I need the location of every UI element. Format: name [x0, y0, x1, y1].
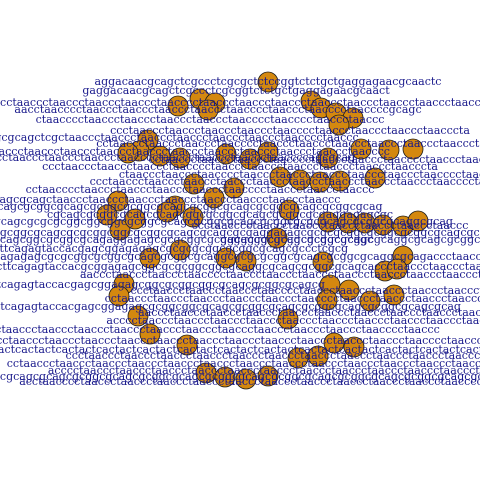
- sequence-label: tgctcgccttcagagtaccacgagcggagagagcgcgcgc…: [0, 242, 348, 255]
- scatter-point: [176, 334, 198, 356]
- scatter-point: [169, 147, 191, 169]
- sequence-label: acccctaaccctaaccctaaccctaaccctaaccctaacc…: [0, 334, 480, 347]
- scatter-point: [269, 166, 291, 188]
- sequence-label: ccctaaccctaaccctaaccctaaccctaaccctaaccct…: [66, 349, 480, 362]
- scatter-point: [239, 148, 261, 170]
- sequence-label: acccctaaccctaaccctaaccctaaccctaaccctaacc…: [48, 364, 480, 377]
- sequence-label: ccctaaccctaaccctaaccctaacccctaaccctaaccc…: [42, 160, 438, 173]
- scatter-point: [183, 173, 205, 195]
- scatter-point: [338, 279, 360, 301]
- scatter-point: [169, 239, 191, 261]
- scatter-point: [359, 290, 381, 312]
- scatter-point: [235, 368, 257, 390]
- scatter-point: [287, 347, 309, 369]
- scatter-point: [124, 208, 146, 230]
- scatter-point: [343, 336, 365, 358]
- sequence-label: gctcgccttcagagtaccacgcggagagcggcgcgcggcg…: [0, 260, 480, 273]
- scatter-point: [266, 227, 288, 249]
- scatter-point: [117, 142, 139, 164]
- sequence-label: cgcagcgcggcgcagcgcagcggcgcggcgcagcgcggcg…: [47, 208, 393, 221]
- sequence-label: ctcggcttcagagtaccacgagcggagagcggcgcggcgg…: [0, 278, 325, 291]
- scatter-point: [278, 199, 300, 221]
- scatter-point: [386, 258, 408, 280]
- sequence-label: cctaaccctaaccctaaccctaacccctaaccctaaccct…: [96, 137, 480, 150]
- sequence-label: cctaaccctaaccctaaccctaaccctaaccctaacccta…: [7, 357, 480, 370]
- scatter-point: [107, 190, 129, 212]
- sequence-label: gcgcggcgcagcgcgcggcggcgcggcgcagcgcagcgcg…: [0, 226, 480, 239]
- scatter-point: [323, 332, 345, 354]
- sequence-label: gagagcgcgcggcgcggcgcggcgcaggcgcagcgcggcg…: [220, 233, 480, 246]
- scatter-point: [312, 251, 334, 273]
- scatter-point: [223, 177, 245, 199]
- points-layer: [96, 71, 429, 390]
- sequence-label: aaccctaaccctaaccctaacccctaaccctaaccctaac…: [80, 268, 480, 281]
- sequence-label: ctaacccctaaccctaaccctaaccctaaccctaacccct…: [36, 113, 385, 126]
- sequence-label: agagagcgcgcggcgcggcgcagcgcggcgcaggcgcgcg…: [0, 250, 480, 263]
- scatter-point: [378, 139, 400, 161]
- sequence-label: gcgcggcgcagcgcagctaaccctaaccctaaccctaacc…: [0, 193, 340, 206]
- scatter-point: [96, 204, 118, 226]
- scatter-point: [203, 187, 225, 209]
- scatter-point: [139, 323, 161, 345]
- scatter-point: [257, 141, 279, 163]
- scatter-point: [407, 210, 429, 232]
- sequence-label: cgcccgccgcgctaaccctaaccctaaccctaaccctaac…: [0, 145, 390, 158]
- sequence-label: ccctaaccctaaccctaaccctaaccctaacccctaaccc…: [110, 124, 470, 137]
- sequence-label: cctaacccctaaccctaaccctaaccctaaccctaacccc…: [26, 183, 375, 196]
- sequence-label: aggacaacgcagctcgccctcgcgctctccggtctctgct…: [95, 75, 442, 88]
- sequence-label: ctaaccctaaccctaacccctaaccctaaccctaacccta…: [119, 168, 480, 181]
- sequence-label: ctcagcgcagcgcagcgcggcgcagcgcggcgcagcgcgg…: [0, 370, 480, 383]
- scatter-point: [329, 170, 351, 192]
- scatter-point: [317, 147, 339, 169]
- sequence-label: ctcagcggcttcagagtaccacgagcggagagcgcggcgg…: [0, 300, 461, 313]
- scatter-point: [235, 250, 257, 272]
- scatter-point: [182, 206, 204, 228]
- scatter-point: [257, 365, 279, 387]
- scatter-point: [197, 99, 219, 121]
- scatter-point: [139, 247, 161, 269]
- sequence-label: taaccctaaccctaaccctaaccctaaccctaacccctaa…: [0, 96, 480, 109]
- sequence-label: acgcagcgcagcgaacccctaaccctaaccctaaccctaa…: [0, 151, 355, 164]
- sequence-label: gcgcggcgcagcgcgcgcggcggcggcgcggcgcagcgcg…: [0, 215, 453, 228]
- scatter-point: [316, 289, 338, 311]
- sequence-label: ccctaaccctaaccctaaccctaaccctaaccctaaccct…: [90, 175, 480, 188]
- scatter-point: [156, 201, 178, 223]
- scatter-point: [383, 284, 405, 306]
- sequence-label: cctaaccctaaccctaaccctaaccctaaccctaacccct…: [105, 292, 480, 305]
- scatter-point: [215, 247, 237, 269]
- sequence-label: cgcgcggcgcagcgcggcgcagcgcggcgcggcgcagcgc…: [0, 200, 383, 213]
- scatter-point: [109, 219, 131, 241]
- sequence-label: aacctaacccctaaccctaaccctaaccctaaccctaacc…: [14, 103, 421, 116]
- sequence-label: acccctaaccctaaccctaaccctaaccctaaccctaacc…: [106, 314, 480, 327]
- scatter-point: [214, 366, 236, 388]
- scatter-point: [350, 138, 372, 160]
- sequence-label: tactcactactcactactcactactcactactcactactc…: [0, 343, 480, 356]
- scatter-point: [277, 308, 299, 330]
- sequence-label: cctaaccctaaccctaaccctaacccctaaccctaaccct…: [148, 153, 480, 166]
- sequence-label: acctaacccctaaccctaaccctaaccctaaccctaaccc…: [19, 375, 480, 388]
- scatter-point: [215, 143, 237, 165]
- labels-layer: aggacaacgcagctcgccctcgcgctctccggtctctgct…: [0, 75, 480, 388]
- sequence-label: acctaacccctaaccctaaccctaaccctaaccctaaccc…: [0, 323, 440, 336]
- sequence-label: aaccctaaccctaaccctaaccctaaccctaaccctaacc…: [138, 306, 480, 319]
- sequence-label: ccctaacccctaaccctaaccctaaccctaaccctaaccc…: [192, 219, 469, 232]
- scatter-point: [402, 138, 424, 160]
- scatter-point: [127, 305, 149, 327]
- scatter-point: [257, 71, 279, 93]
- sequence-label: gcgcagcgcagctcgctaaccctaaccctaaccctaaccc…: [0, 131, 359, 144]
- sequence-label: ccctaaccctaaccctaaccctaacccctaaccctaaccc…: [130, 284, 480, 297]
- scatter-point: [328, 114, 350, 136]
- scatter-point: [364, 167, 386, 189]
- sequence-label: cgcagcggcgcggcgcagaggagagcgcgcggcgcggcgc…: [0, 233, 373, 246]
- scatter-point: [167, 95, 189, 117]
- scatter-point: [108, 285, 130, 307]
- sequence-label: gaggacaacgcagctcgccctcgcggtctctgctgaggag…: [82, 84, 390, 97]
